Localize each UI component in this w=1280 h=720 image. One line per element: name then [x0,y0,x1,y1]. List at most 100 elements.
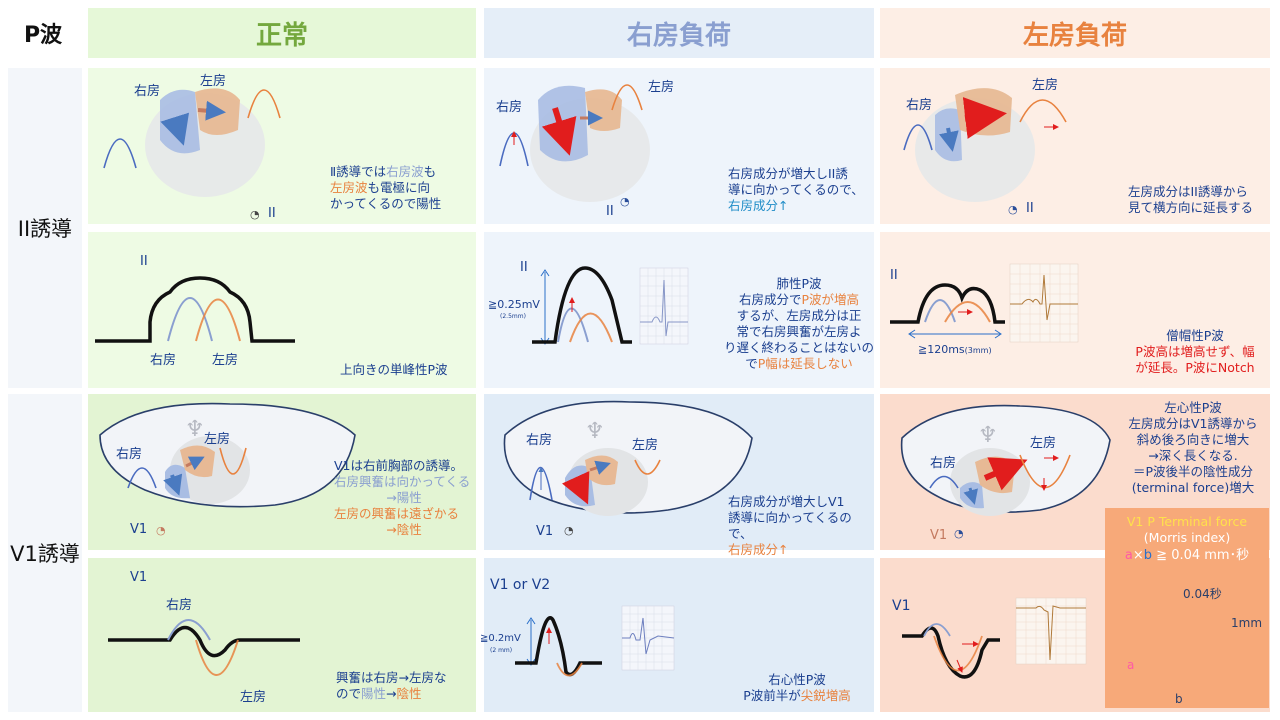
la-component-normal-ii [195,298,241,342]
ra-component-normal-ii [167,297,213,342]
wave-la-normal-v1 [219,447,247,475]
terminal-force-box: V1 P Terminal force (Morris index) a×b ≧… [1105,508,1269,708]
desc-ra-v1-heart: 右房成分が増大しV1 誘導に向かってくるので、 右房成分↑ [728,494,852,557]
la-component-normal-v1 [195,639,239,676]
label-la-la-v1: 左房 [1030,436,1057,451]
p-wave-normal-ii [95,276,295,343]
electrode-v1-normal: ◔ [156,524,166,537]
terminal-force-title: V1 P Terminal force [1126,514,1248,529]
label-la-normal-v1-wave: 左房 [240,690,267,705]
amp-sub-label-ra-ii: (2.5mm) [500,313,526,320]
heart-ra-ii [530,85,650,202]
label-lead-v1-normal: V1 [130,522,148,537]
heart-la-v1: ♆ [950,423,1030,516]
column-header-normal: 正常 [88,8,476,58]
label-ra-normal-ii: 右房 [134,84,161,99]
amp-label-ra-v1: ≧0.2mV [480,633,521,644]
desc-normal-v1-heart: V1は右前胸部の誘導。 右房興奮は向かってくる →陽性 左房の興奮は遠ざかる →… [334,458,471,537]
label-la-ra-ii: 左房 [648,80,675,95]
ra-component-normal-v1 [167,619,211,641]
desc-ra-v1-wave: 右心性P波 P波前半が尖鋭増高 [743,672,851,703]
wave-la-ra-ii [611,84,643,111]
ra-component-ra-ii [557,307,589,343]
desc-normal-v1-wave: 興奮は右房→左房な ので陽性→陰性 [336,670,447,701]
label-ra-normal-v1: 右房 [116,447,143,462]
wave-ra-normal-v1 [127,467,157,489]
wave-la-la-ii [1019,99,1067,123]
wave-ra-la-ii [903,124,933,151]
terminal-force-subtitle: (Morris index) [1143,530,1231,545]
label-lead-ii-la-wave: II [890,268,898,283]
label-lead-v1-normal-wave: V1 [130,570,148,585]
svg-text:♆: ♆ [978,423,998,448]
wave-la-ra-v1 [634,459,661,475]
terminal-force-mm-label: 1mm [1231,616,1263,630]
desc-ra-ii-wave: 肺性P波 右房成分でP波が増高 するが、左房成分は正 常で右房興奮が左房よ り遅… [724,276,875,371]
electrode-v1-ra: ◔ [564,524,574,537]
label-ra-ra-v1: 右房 [526,433,553,448]
amp-sub-label-ra-v1: (2 mm) [490,647,513,654]
heart-normal-ii [145,88,265,197]
desc-la-ii-wave: 僧帽性P波 P波高は増高せず、幅 が延長。P波にNotch [1135,328,1255,375]
electrode-ii-normal: ◔ [250,208,260,221]
label-la-normal-ii: 左房 [200,74,227,89]
desc-normal-ii-wave: 上向きの単峰性P波 [340,362,448,377]
label-lead-ii-ra: II [606,204,614,219]
cell-normal-v1-wave [88,558,476,712]
label-la-la-ii: 左房 [1032,78,1059,93]
label-ra-ra-ii: 右房 [496,100,523,115]
row-label-lead-ii: II誘導 [8,68,82,388]
label-ra-normal-v1-wave: 右房 [166,598,193,613]
electrode-v1-la: ◔ [954,527,964,540]
label-lead-ii-la: II [1026,201,1034,216]
ecg-thumb-ra-v1 [621,605,675,671]
wave-ra-normal-ii [103,138,137,169]
label-lead-v1v2-ra: V1 or V2 [490,577,551,593]
heart-ra-v1: ♆ [561,419,648,516]
wave-ra-la-v1 [929,475,959,489]
p-wave-normal-v1 [108,625,300,658]
desc-la-ii-heart: 左房成分はII誘導から 見て横方向に延長する [1128,184,1254,215]
svg-text:♆: ♆ [185,417,205,442]
heart-normal-v1: ♆ [163,417,250,504]
label-lead-ii-normal-wave: II [140,254,148,269]
terminal-force-formula: a×b ≧ 0.04 mm･秒 [1124,548,1250,563]
p-wave-ra-ii [532,266,632,344]
ecg-thumb-la-ii [1009,263,1079,343]
label-lead-ii-normal: II [268,206,276,221]
electrode-ii-ra: ◔ [620,195,630,208]
terminal-force-b-label: b [1175,692,1183,706]
column-header-left-atrium: 左房負荷 [880,8,1270,58]
label-lead-ii-ra-wave: II [520,260,528,275]
la-component-la-v1 [933,635,983,672]
ecg-thumb-la-v1 [1015,597,1087,665]
label-ra-la-v1: 右房 [930,456,957,471]
label-ra-la-ii: 右房 [906,98,933,113]
ecg-thumb-ra-ii [639,267,689,345]
desc-ra-ii-heart: 右房成分が増大しII誘 導に向かってくるので、 右房成分↑ [728,166,864,213]
row-label-lead-v1: V1誘導 [8,394,82,712]
heart-la-ii [915,88,1035,202]
ra-component-la-ii [924,299,956,323]
column-header-right-atrium: 右房負荷 [484,8,874,58]
label-lead-v1-la-wave: V1 [892,598,911,614]
amp-label-ra-ii: ≧0.25mV [488,298,540,311]
label-la-normal-ii-wave: 左房 [212,353,239,368]
label-lead-v1-la: V1 [930,528,948,543]
desc-normal-ii-heart: Ⅱ誘導では右房波も 左房波も電極に向 かってくるので陽性 [330,164,442,211]
terminal-force-a-label: a [1127,658,1135,672]
la-component-ra-ii [569,312,613,343]
desc-la-v1-heart: 左心性P波 左房成分はV1誘導から 斜め後ろ向きに増大 →深く長くなる. ＝P波… [1128,400,1258,495]
label-la-normal-v1: 左房 [204,432,231,447]
terminal-force-sec-label: 0.04秒 [1183,587,1222,601]
electrode-ii-la: ◔ [1008,203,1018,216]
label-ra-normal-ii-wave: 右房 [150,353,177,368]
ra-component-la-v1 [923,623,951,637]
dur-label-la-ii: ≧120ms(3mm) [918,343,992,356]
p-wave-la-v1 [902,626,1000,679]
label-la-ra-v1: 左房 [632,438,659,453]
p-wave-la-ii [890,283,1005,324]
svg-text:♆: ♆ [585,419,605,444]
la-component-la-ii [944,301,991,323]
label-lead-v1-ra: V1 [536,524,554,539]
